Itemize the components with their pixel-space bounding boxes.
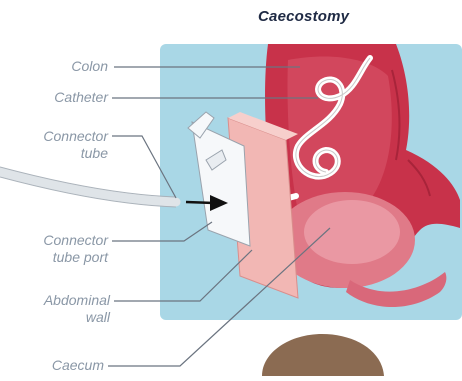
label-catheter-text: Catheter — [54, 89, 108, 105]
label-colon: Colon — [20, 58, 108, 75]
label-connector-port: Connector tube port — [10, 232, 108, 266]
label-connector-port-line2: tube port — [10, 249, 108, 266]
label-connector-port-line1: Connector — [10, 232, 108, 249]
diagram-title: Caecostomy — [258, 8, 349, 25]
insertion-arrow — [186, 202, 214, 203]
label-abdominal-wall: Abdominal wall — [10, 292, 110, 326]
label-abdominal-wall-line2: wall — [10, 309, 110, 326]
label-catheter: Catheter — [20, 89, 108, 106]
label-caecum-text: Caecum — [52, 357, 104, 373]
label-caecum: Caecum — [10, 357, 104, 374]
label-connector-tube-line1: Connector — [10, 128, 108, 145]
label-connector-tube: Connector tube — [10, 128, 108, 162]
label-colon-text: Colon — [71, 58, 108, 74]
label-abdominal-wall-line1: Abdominal — [10, 292, 110, 309]
label-connector-tube-line2: tube — [10, 145, 108, 162]
body-silhouette — [262, 334, 384, 376]
caecum-inner — [304, 200, 400, 264]
